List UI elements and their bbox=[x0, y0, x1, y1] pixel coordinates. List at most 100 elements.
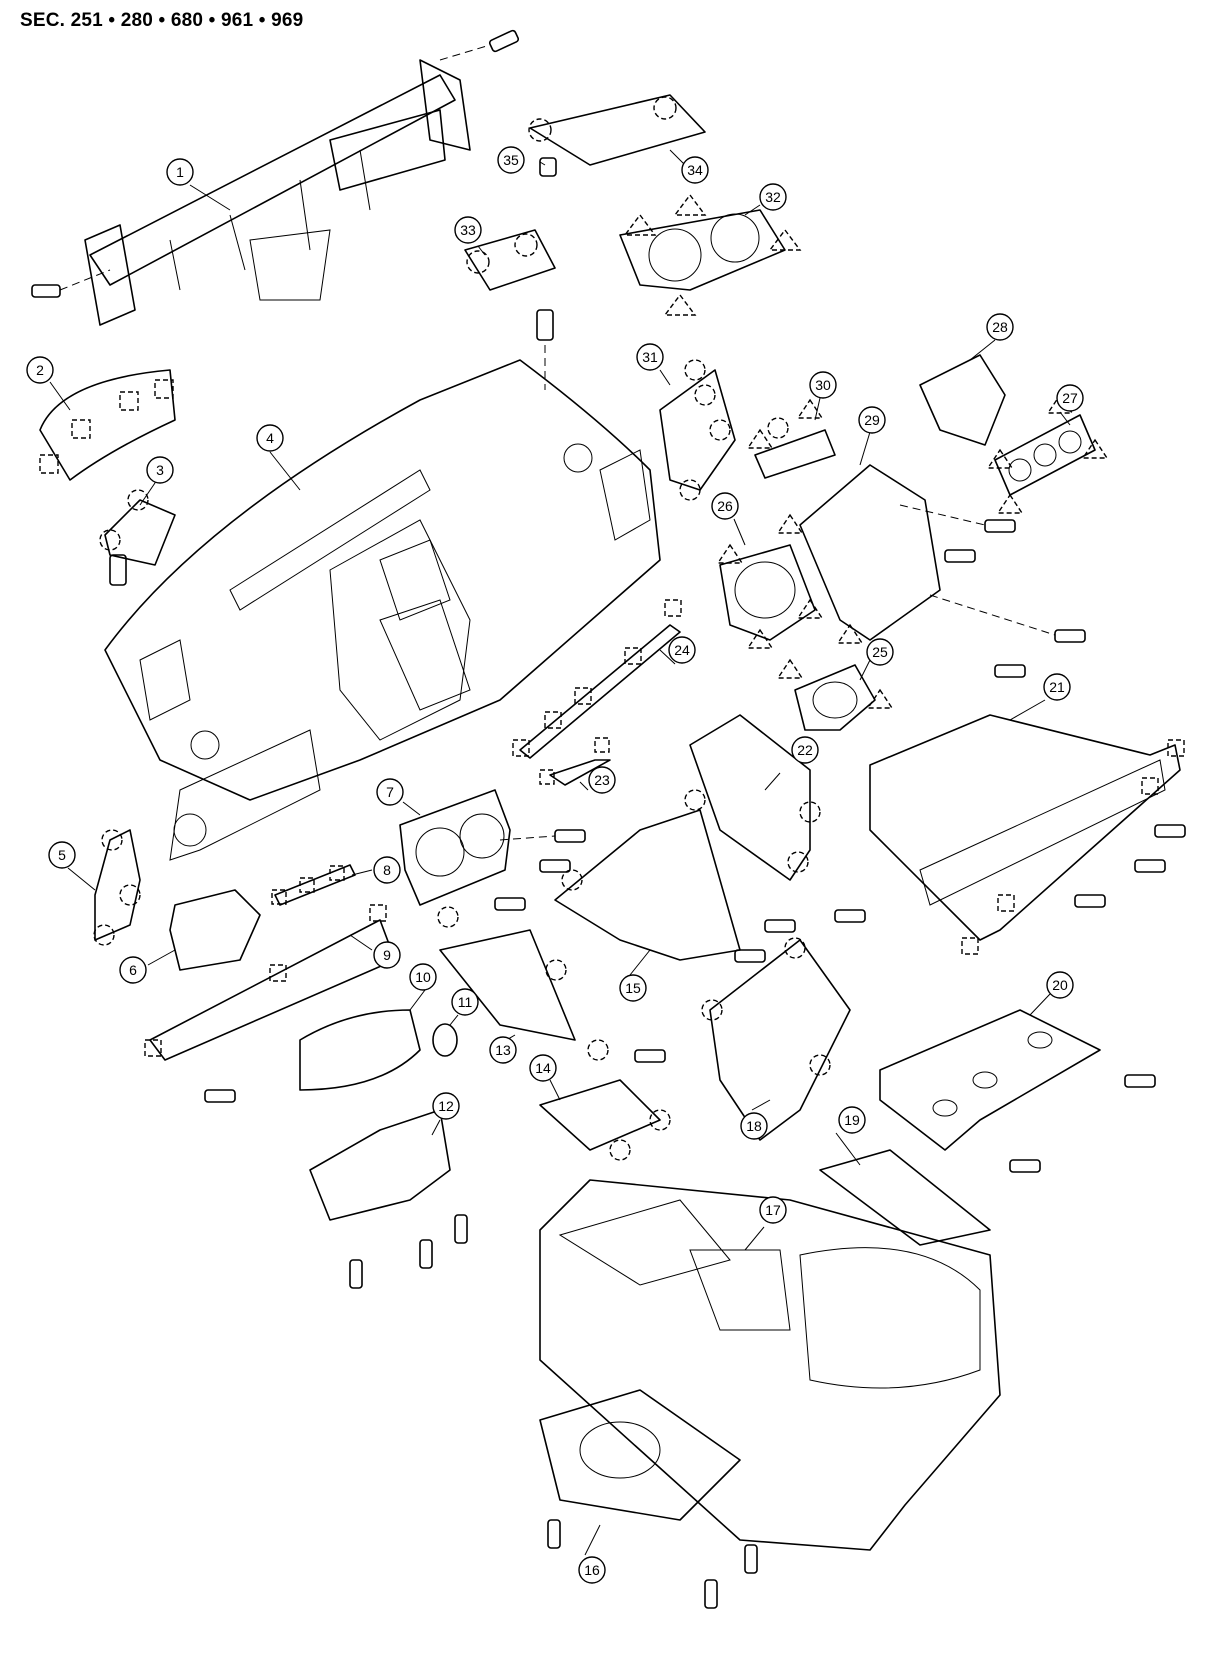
part-steering-member bbox=[31, 29, 520, 326]
svg-text:7: 7 bbox=[386, 784, 394, 800]
part-bracket-strip bbox=[271, 864, 356, 906]
callout-10: 10 bbox=[409, 963, 437, 991]
callout-34: 34 bbox=[681, 156, 709, 184]
part-column-cover-lower bbox=[309, 1109, 468, 1289]
section-reference-title: SEC. 251 • 280 • 680 • 961 • 969 bbox=[20, 10, 304, 31]
callout-24: 24 bbox=[668, 636, 696, 664]
part-side-panel-grid bbox=[659, 359, 736, 501]
part-glove-box bbox=[869, 714, 1186, 955]
callout-18: 18 bbox=[740, 1112, 768, 1140]
callout-3: 3 bbox=[146, 456, 174, 484]
svg-text:16: 16 bbox=[584, 1562, 600, 1578]
callout-22: 22 bbox=[791, 736, 819, 764]
callout-13: 13 bbox=[489, 1036, 517, 1064]
callout-35: 35 bbox=[497, 146, 525, 174]
callout-7: 7 bbox=[376, 778, 404, 806]
callout-26: 26 bbox=[711, 492, 739, 520]
svg-text:11: 11 bbox=[458, 994, 473, 1010]
callout-21: 21 bbox=[1043, 673, 1071, 701]
svg-text:23: 23 bbox=[594, 772, 610, 788]
svg-text:13: 13 bbox=[495, 1042, 511, 1058]
callout-27: 27 bbox=[1056, 384, 1084, 412]
svg-text:18: 18 bbox=[746, 1118, 762, 1134]
part-rear-console-plate bbox=[879, 1009, 1156, 1173]
svg-text:15: 15 bbox=[625, 980, 641, 996]
callout-25: 25 bbox=[866, 638, 894, 666]
svg-text:27: 27 bbox=[1062, 390, 1078, 406]
callout-31: 31 bbox=[636, 343, 664, 371]
part-knee-cover bbox=[437, 906, 609, 1061]
svg-text:3: 3 bbox=[156, 462, 164, 478]
callout-23: 23 bbox=[588, 766, 616, 794]
callout-14: 14 bbox=[529, 1054, 557, 1082]
svg-text:28: 28 bbox=[992, 319, 1008, 335]
svg-text:34: 34 bbox=[687, 162, 703, 178]
svg-text:10: 10 bbox=[415, 969, 431, 985]
part-side-finisher-right bbox=[689, 714, 821, 881]
part-heater-bezel bbox=[986, 393, 1109, 514]
svg-text:17: 17 bbox=[765, 1202, 781, 1218]
svg-text:25: 25 bbox=[872, 644, 888, 660]
svg-text:8: 8 bbox=[383, 862, 391, 878]
svg-text:2: 2 bbox=[36, 362, 44, 378]
callout-1: 1 bbox=[166, 158, 194, 186]
part-bezel bbox=[716, 513, 824, 649]
svg-text:22: 22 bbox=[797, 742, 813, 758]
part-combination-meter bbox=[399, 789, 586, 911]
part-lower-side-cover bbox=[634, 909, 866, 1141]
svg-text:5: 5 bbox=[58, 847, 66, 863]
callout-6: 6 bbox=[119, 956, 147, 984]
part-lid bbox=[464, 229, 556, 291]
callout-29: 29 bbox=[858, 406, 886, 434]
callout-15: 15 bbox=[619, 974, 647, 1002]
svg-text:26: 26 bbox=[717, 498, 733, 514]
callout-2: 2 bbox=[26, 356, 54, 384]
callout-28: 28 bbox=[986, 313, 1014, 341]
part-column-cover-upper bbox=[299, 1009, 421, 1091]
svg-text:24: 24 bbox=[674, 642, 690, 658]
svg-text:9: 9 bbox=[383, 947, 391, 963]
svg-text:19: 19 bbox=[844, 1112, 860, 1128]
svg-text:12: 12 bbox=[438, 1098, 454, 1114]
callout-9: 9 bbox=[373, 941, 401, 969]
part-console-body bbox=[539, 1179, 1001, 1551]
callout-20: 20 bbox=[1046, 971, 1074, 999]
svg-text:32: 32 bbox=[765, 189, 781, 205]
leader-lines bbox=[49, 149, 1071, 1556]
part-long-bracket bbox=[512, 599, 682, 759]
callout-8: 8 bbox=[373, 856, 401, 884]
part-shift-finisher bbox=[776, 623, 894, 731]
svg-text:4: 4 bbox=[266, 430, 274, 446]
callout-16: 16 bbox=[578, 1556, 606, 1584]
part-tray-cover bbox=[539, 1079, 671, 1161]
svg-text:6: 6 bbox=[129, 962, 137, 978]
part-cluster-lid bbox=[39, 369, 176, 481]
part-side-finisher bbox=[99, 489, 176, 566]
callout-17: 17 bbox=[759, 1196, 787, 1224]
callout-30: 30 bbox=[809, 371, 837, 399]
callout-5: 5 bbox=[48, 841, 76, 869]
part-pocket bbox=[169, 889, 261, 971]
callout-33: 33 bbox=[454, 216, 482, 244]
part-side-lower-cover bbox=[93, 829, 141, 946]
callout-4: 4 bbox=[256, 424, 284, 452]
callout-19: 19 bbox=[838, 1106, 866, 1134]
svg-text:29: 29 bbox=[864, 412, 880, 428]
callout-11: 11 bbox=[451, 988, 479, 1016]
part-vent-grille bbox=[746, 398, 836, 479]
part-mat bbox=[819, 1149, 991, 1246]
part-instrument-panel bbox=[104, 309, 661, 861]
part-upper-cover bbox=[528, 94, 706, 177]
part-cluster-lid-center bbox=[799, 464, 1086, 678]
callout-12: 12 bbox=[432, 1092, 460, 1120]
svg-text:21: 21 bbox=[1049, 679, 1065, 695]
svg-text:35: 35 bbox=[503, 152, 519, 168]
part-center-lower-finisher bbox=[554, 789, 796, 963]
svg-text:1: 1 bbox=[176, 164, 184, 180]
svg-text:33: 33 bbox=[460, 222, 476, 238]
part-center-vent bbox=[619, 193, 802, 316]
part-lower-panel bbox=[144, 904, 396, 1103]
svg-text:31: 31 bbox=[642, 349, 658, 365]
part-ring bbox=[432, 1023, 458, 1057]
part-audio-unit bbox=[919, 354, 1006, 446]
